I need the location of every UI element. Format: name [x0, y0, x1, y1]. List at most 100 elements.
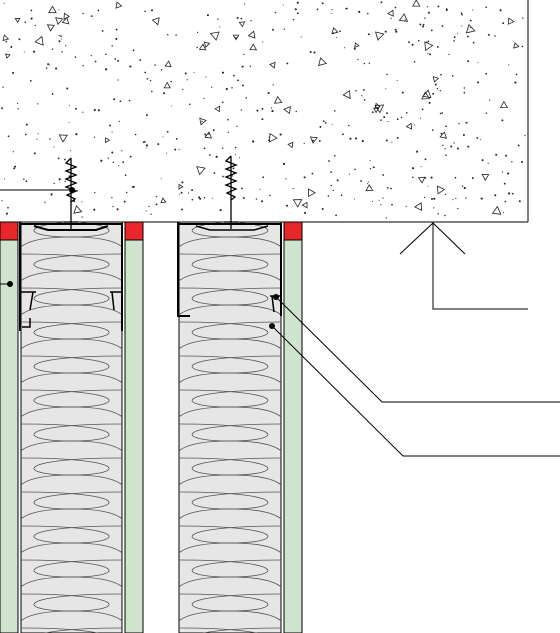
sand-speck [313, 51, 316, 54]
sand-speck [93, 208, 96, 211]
sand-speck [331, 124, 333, 126]
aggregate-speck [203, 41, 211, 48]
sand-speck [391, 141, 393, 143]
sand-speck [339, 30, 341, 33]
sand-speck [450, 145, 453, 148]
sand-speck [114, 58, 117, 60]
aggregate-speck [422, 89, 432, 99]
sand-speck [394, 28, 397, 31]
sand-speck [241, 187, 243, 190]
sand-speck [363, 98, 366, 101]
sand-speck [53, 146, 55, 148]
sand-speck [324, 122, 327, 124]
aggregate-speck [417, 176, 426, 184]
sand-speck [316, 8, 319, 11]
sand-speck [211, 86, 213, 88]
sand-speck [426, 6, 429, 8]
sand-speck [237, 79, 239, 82]
sand-speck [422, 23, 425, 26]
sand-speck [524, 135, 526, 137]
sand-speck [244, 3, 246, 5]
sand-speck [121, 150, 123, 152]
sand-speck [433, 207, 435, 209]
sand-speck [45, 67, 48, 69]
sand-speck [267, 91, 270, 95]
sand-speck [380, 204, 382, 206]
sand-speck [420, 166, 422, 168]
sand-speck [465, 197, 467, 199]
sand-speck [353, 47, 356, 50]
sand-speck [221, 101, 224, 103]
sand-speck [385, 139, 388, 142]
sand-speck [225, 87, 228, 91]
sand-speck [480, 197, 483, 200]
aggregate-speck [249, 43, 258, 51]
sand-speck [111, 151, 114, 154]
sand-speck [261, 118, 264, 121]
sand-speck [413, 61, 416, 63]
sand-speck [81, 201, 83, 203]
sand-speck [431, 198, 433, 200]
sand-speck [17, 108, 19, 110]
sand-speck [355, 137, 358, 140]
right-wall-seal-strip [283, 221, 303, 241]
sand-speck [58, 9, 60, 11]
sand-speck [170, 105, 172, 107]
aggregate-speck [375, 31, 385, 41]
sand-speck [463, 187, 466, 190]
aggregate-speck [214, 105, 221, 113]
sand-speck [111, 131, 113, 133]
sand-speck [311, 172, 314, 175]
sand-speck [142, 141, 145, 144]
sand-speck [162, 136, 164, 138]
sand-speck [241, 84, 244, 87]
sand-speck [129, 65, 132, 68]
sand-speck [467, 35, 469, 38]
sand-speck [428, 101, 431, 104]
aggregate-speck [2, 34, 10, 42]
sand-speck [463, 87, 466, 89]
sand-speck [238, 157, 240, 159]
sand-speck [25, 123, 28, 126]
aggregate-speck [374, 104, 385, 114]
sand-speck [385, 217, 387, 219]
sand-speck [292, 188, 294, 190]
sand-speck [462, 134, 465, 136]
sand-speck [203, 197, 206, 199]
sand-speck [515, 73, 518, 76]
sand-speck [213, 172, 216, 174]
sand-speck [134, 133, 137, 136]
sand-speck [303, 176, 306, 179]
sand-speck [461, 185, 464, 187]
aggregate-speck [513, 42, 520, 49]
sand-speck [33, 50, 36, 53]
aggregate-speck [196, 166, 206, 176]
sand-speck [69, 150, 72, 152]
sand-speck [454, 176, 457, 179]
sand-speck [269, 194, 271, 197]
aggregate-speck [507, 17, 515, 25]
aggregate-speck [405, 122, 413, 130]
sand-speck [115, 28, 118, 31]
sand-speck [272, 28, 274, 31]
sand-speck [196, 31, 199, 34]
sand-speck [457, 32, 459, 34]
sand-speck [3, 2, 5, 4]
sand-speck [476, 137, 479, 139]
sand-speck [430, 29, 433, 32]
sand-speck [335, 214, 337, 217]
aggregate-speck [342, 89, 351, 100]
aggregate-speck [318, 57, 327, 67]
sand-speck [419, 23, 422, 26]
sand-speck [368, 62, 370, 64]
sand-speck [355, 90, 357, 92]
sand-speck [97, 109, 100, 112]
aggregate-speck [287, 141, 294, 149]
sand-speck [132, 49, 135, 52]
sand-speck [51, 193, 53, 195]
aggregate-speck [199, 117, 207, 126]
sand-speck [90, 55, 92, 57]
leader-lines [0, 189, 560, 457]
aggregate-speck [160, 197, 167, 204]
sand-speck [59, 178, 61, 180]
